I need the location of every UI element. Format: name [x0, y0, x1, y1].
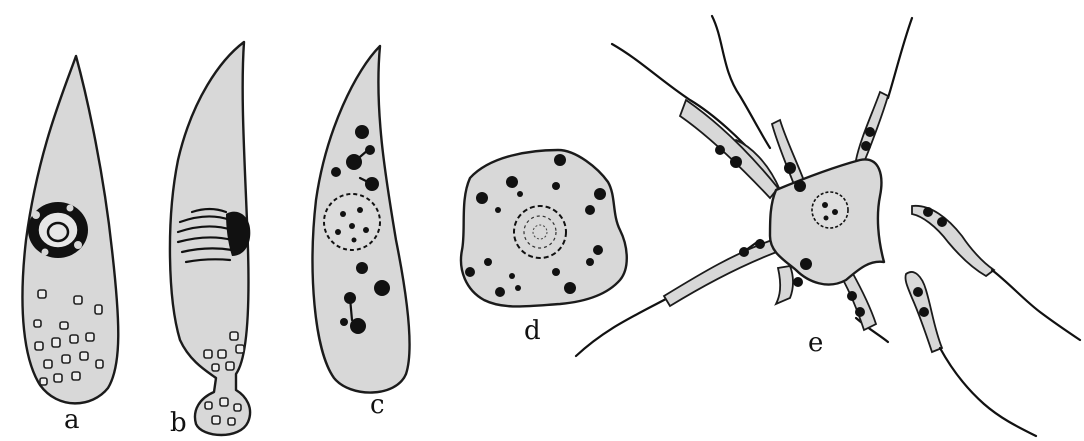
label-a: a [64, 407, 80, 433]
cell-d [461, 150, 627, 307]
cell-e-nucleus [812, 192, 848, 228]
label-d: d [524, 318, 541, 344]
cell-a [22, 56, 118, 403]
cell-e [576, 16, 912, 356]
cell-a-nucleus [28, 202, 88, 258]
label-e: e [808, 330, 823, 356]
label-b: b [170, 410, 187, 436]
cell-c [313, 46, 410, 393]
label-c: c [370, 392, 385, 418]
cell-b [170, 42, 250, 435]
process-fragment-lower [905, 272, 1036, 436]
process-fragment-upper [912, 206, 1080, 340]
cell-c-nucleus [324, 194, 380, 250]
